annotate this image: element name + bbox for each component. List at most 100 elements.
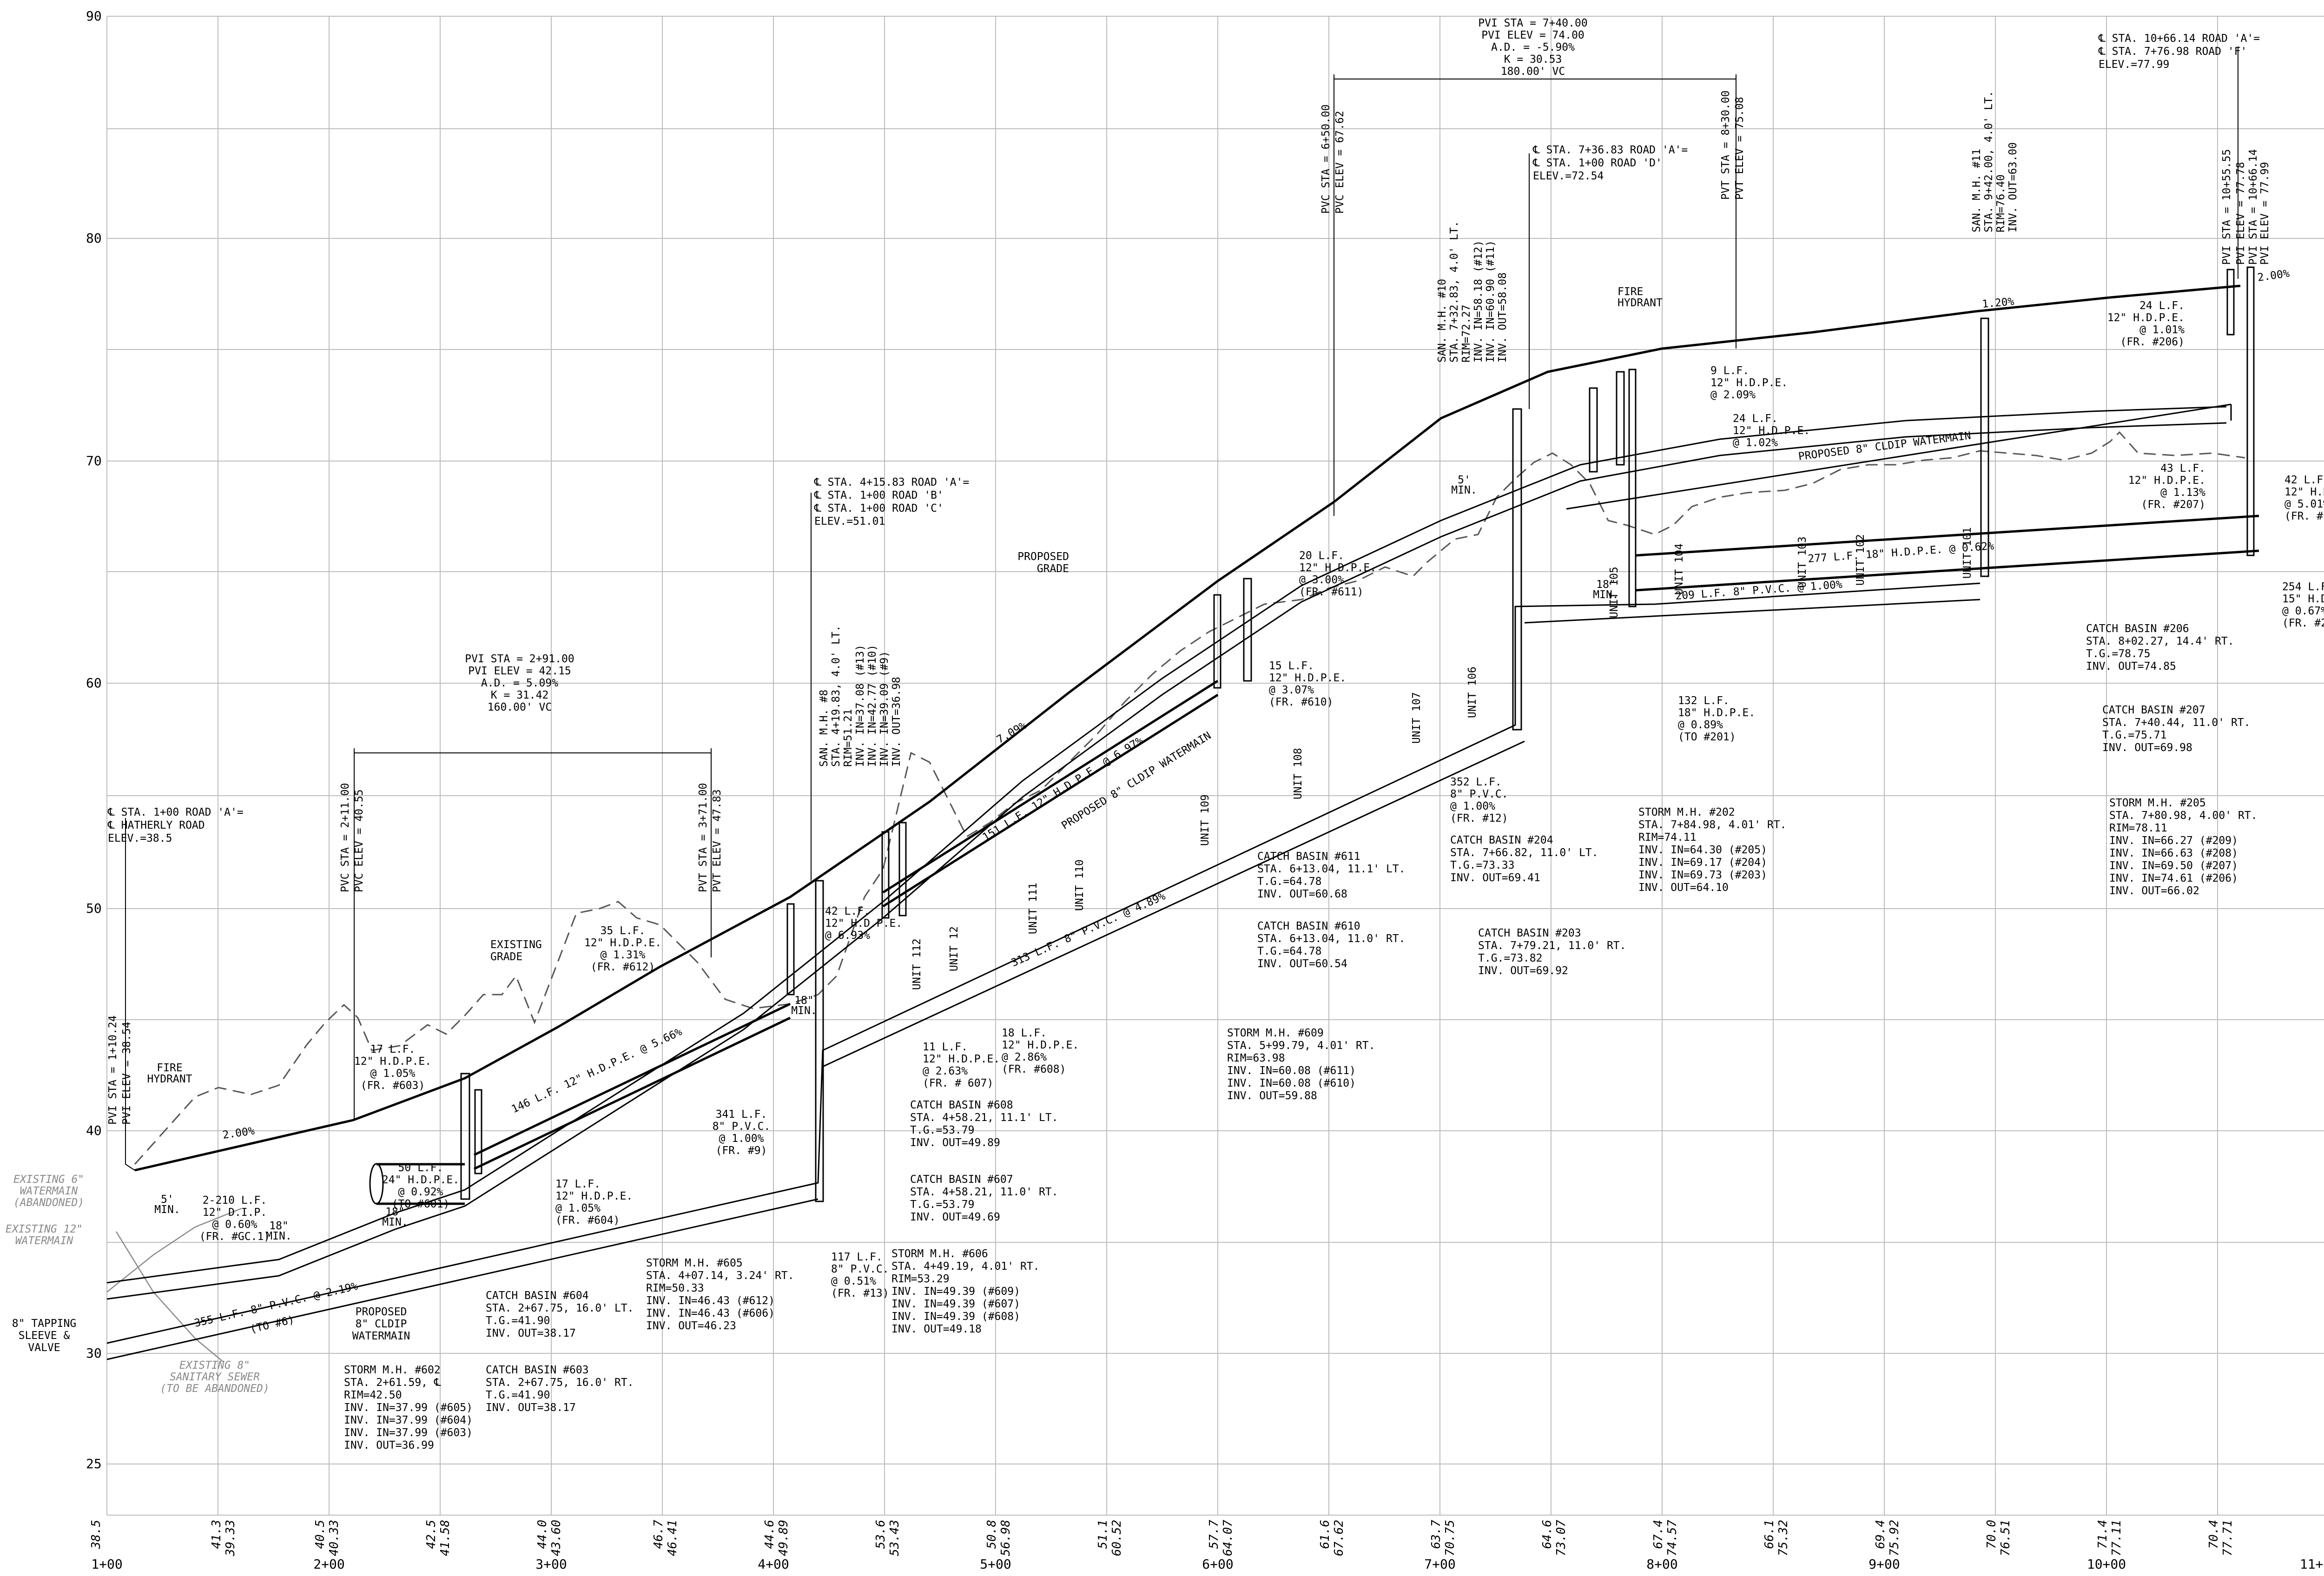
pipe-note-19-line-1: 15" H.D.P.E. xyxy=(2282,593,2324,605)
road-start-line-0: ℄ STA. 1+00 ROAD 'A'= xyxy=(107,806,244,818)
unit-label-11: UNIT 112 xyxy=(911,938,923,990)
unit-label-10: UNIT 111 xyxy=(1027,883,1039,934)
min-5b-label-line-1: MIN. xyxy=(1451,484,1477,496)
pipe-note-17-line-1: 12" H.D.P.E. xyxy=(2128,475,2205,487)
min-18b-label-line-1: MIN. xyxy=(382,1216,408,1228)
cb608-table-line-3: INV. OUT=49.89 xyxy=(910,1137,1000,1149)
min-18c-label-line-0: 18" xyxy=(794,995,814,1007)
bottom-elev-13-1: 73.07 xyxy=(1554,1520,1568,1556)
min-18a-label-line-0: 18" xyxy=(269,1220,289,1232)
x-label-8: 8+00 xyxy=(1646,1556,1677,1572)
pipe-note-12-line-2: @ 1.00% xyxy=(1450,800,1495,812)
mh-602 xyxy=(460,1073,470,1200)
bottom-elev-3-0: 42.5 xyxy=(424,1520,438,1549)
bottom-elev-4-1: 43.60 xyxy=(549,1520,563,1556)
bottom-elev-15-0: 66.1 xyxy=(1763,1520,1776,1549)
pipe-note-16-line-2: @ 1.01% xyxy=(2139,324,2185,336)
mh-605 xyxy=(786,903,795,996)
pipe-note-9-line-1: 12" H.D.P.E. xyxy=(1002,1039,1079,1051)
pipe-note-16: 24 L.F.12" H.D.P.E.@ 1.01%(FR. #206) xyxy=(2107,300,2185,348)
bottom-elev-14-0: 67.4 xyxy=(1651,1520,1665,1549)
unit-label-4: UNIT 105 xyxy=(1608,567,1620,618)
cb608-table-line-0: CATCH BASIN #608 xyxy=(910,1099,1013,1111)
existing-8in-label: EXISTING 8"SANITARY SEWER(TO BE ABANDONE… xyxy=(160,1359,269,1395)
cb207-table-line-3: INV. OUT=69.98 xyxy=(2102,742,2192,754)
mh609-table-line-4: INV. IN=60.08 (#610) xyxy=(1227,1077,1356,1089)
smh10-table-line-4: INV. IN=60.90 (#11) xyxy=(1485,240,1497,363)
existing-6in-label: EXISTING 6"WATERMAIN(ABANDONED) xyxy=(13,1174,84,1209)
pipe-note-4-line-0: 2-210 L.F. xyxy=(203,1194,267,1207)
pipe-note-14-line-0: 24 L.F. xyxy=(1733,413,1778,425)
pipe-note-12-line-3: (FR. #12) xyxy=(1450,812,1508,824)
pipe-note-11-line-0: 15 L.F. xyxy=(1269,660,1314,672)
bottom-elev-3-1: 41.58 xyxy=(438,1520,452,1556)
unit-label-9: UNIT 110 xyxy=(1074,859,1086,911)
mh202-table-line-3: INV. IN=64.30 (#205) xyxy=(1638,844,1767,856)
pipe-note-18-line-3: (FR. #208) xyxy=(2284,510,2324,522)
cb207-table-line-2: T.G.=75.71 xyxy=(2102,729,2166,741)
structures xyxy=(460,266,2255,1202)
mh605-table-line-5: INV. OUT=46.23 xyxy=(646,1320,736,1332)
pipe-note-15-line-0: 132 L.F. xyxy=(1678,695,1730,707)
pipe-note-1-line-2: @ 1.05% xyxy=(370,1068,416,1080)
pipe-note-6-line-3: (FR. #9) xyxy=(716,1145,767,1157)
mh605-table-line-2: RIM=50.33 xyxy=(646,1282,704,1294)
pipe-note-1-line-1: 12" H.D.P.E. xyxy=(354,1055,431,1068)
pipe-note-10-line-1: 12" H.D.P.E. xyxy=(1299,562,1376,574)
road-start-line-2: ELEV.=38.5 xyxy=(108,832,172,844)
cb203-table-line-0: CATCH BASIN #203 xyxy=(1478,927,1581,939)
mh602-table-line-3: INV. IN=37.99 (#605) xyxy=(344,1402,473,1414)
y-label-25: 25 xyxy=(86,1456,102,1471)
cb204-table-line-1: STA. 7+66.82, 11.0' LT. xyxy=(1450,847,1598,859)
cb604-table-line-0: CATCH BASIN #604 xyxy=(486,1290,589,1302)
tapping-label-line-1: SLEEVE & xyxy=(19,1330,70,1342)
vc-vertical-8: PVT STA = 8+30.00 xyxy=(1720,91,1732,200)
mh606-table-line-5: INV. IN=49.39 (#608) xyxy=(891,1311,1020,1323)
pipe-note-6-line-1: 8" P.V.C. xyxy=(713,1121,771,1133)
mh605-table-line-1: STA. 4+07.14, 3.24' RT. xyxy=(646,1270,794,1282)
bottom-elev-7-0: 53.6 xyxy=(874,1520,888,1549)
cb607-table-line-2: T.G.=53.79 xyxy=(910,1199,974,1211)
bottom-elev-8-1: 56.98 xyxy=(999,1520,1013,1556)
x-label-1: 1+00 xyxy=(91,1556,122,1572)
existing-8in-label-line-2: (TO BE ABANDONED) xyxy=(160,1383,269,1395)
road-d-line-0: ℄ STA. 7+36.83 ROAD 'A'= xyxy=(1532,144,1688,156)
watermain-label-3-line-0: PROPOSED xyxy=(356,1306,407,1318)
pipe-note-3-line-1: 12" H.D.P.E. xyxy=(555,1190,633,1202)
cb203-table-line-3: INV. OUT=69.92 xyxy=(1478,965,1568,977)
x-label-3: 3+00 xyxy=(535,1556,567,1572)
pipe-note-12: 352 L.F.8" P.V.C.@ 1.00%(FR. #12) xyxy=(1450,776,1508,824)
storm-pipe-146 xyxy=(473,1016,791,1170)
grade-tie-line xyxy=(125,1164,135,1171)
road-start-line-1: ℄ HATHERLY ROAD xyxy=(107,819,205,831)
pipe-note-20: 42 L.F.12" H.D.P.E.@ 6.93% xyxy=(825,905,902,942)
smh11-table-line-2: RIM=76.40 xyxy=(1995,174,2007,232)
pipe-note-13: 9 L.F.12" H.D.P.E.@ 2.09% xyxy=(1710,365,1788,401)
road-d-line-2: ELEV.=72.54 xyxy=(1533,170,1604,182)
pipe-note-14-line-1: 12" H.D.P.E. xyxy=(1733,425,1810,437)
cb607-table-line-0: CATCH BASIN #607 xyxy=(910,1174,1013,1186)
smh10-table-line-0: SAN. M.H. #10 xyxy=(1436,279,1448,363)
pipe-note-18: 42 L.F.12" H.D.P.E.@ 5.01%(FR. #208) xyxy=(2284,474,2324,522)
cb608-table-line-1: STA. 4+58.21, 11.1' LT. xyxy=(910,1112,1058,1124)
pipe-note-2-line-2: @ 0.92% xyxy=(398,1186,443,1198)
mh202-table-line-1: STA. 7+84.98, 4.01' RT. xyxy=(1638,819,1787,831)
pipe-note-16-line-3: (FR. #206) xyxy=(2120,336,2185,348)
bottom-elev-19-1: 77.71 xyxy=(2221,1520,2235,1556)
existing-8in-label-line-1: SANITARY SEWER xyxy=(170,1371,260,1383)
y-label-70: 70 xyxy=(86,453,102,468)
smh8-table-line-1: STA. 4+19.83, 4.0' LT. xyxy=(830,625,842,767)
min-18b-label-line-0: 18" xyxy=(385,1206,405,1218)
existing-grade-line xyxy=(134,431,2245,1165)
